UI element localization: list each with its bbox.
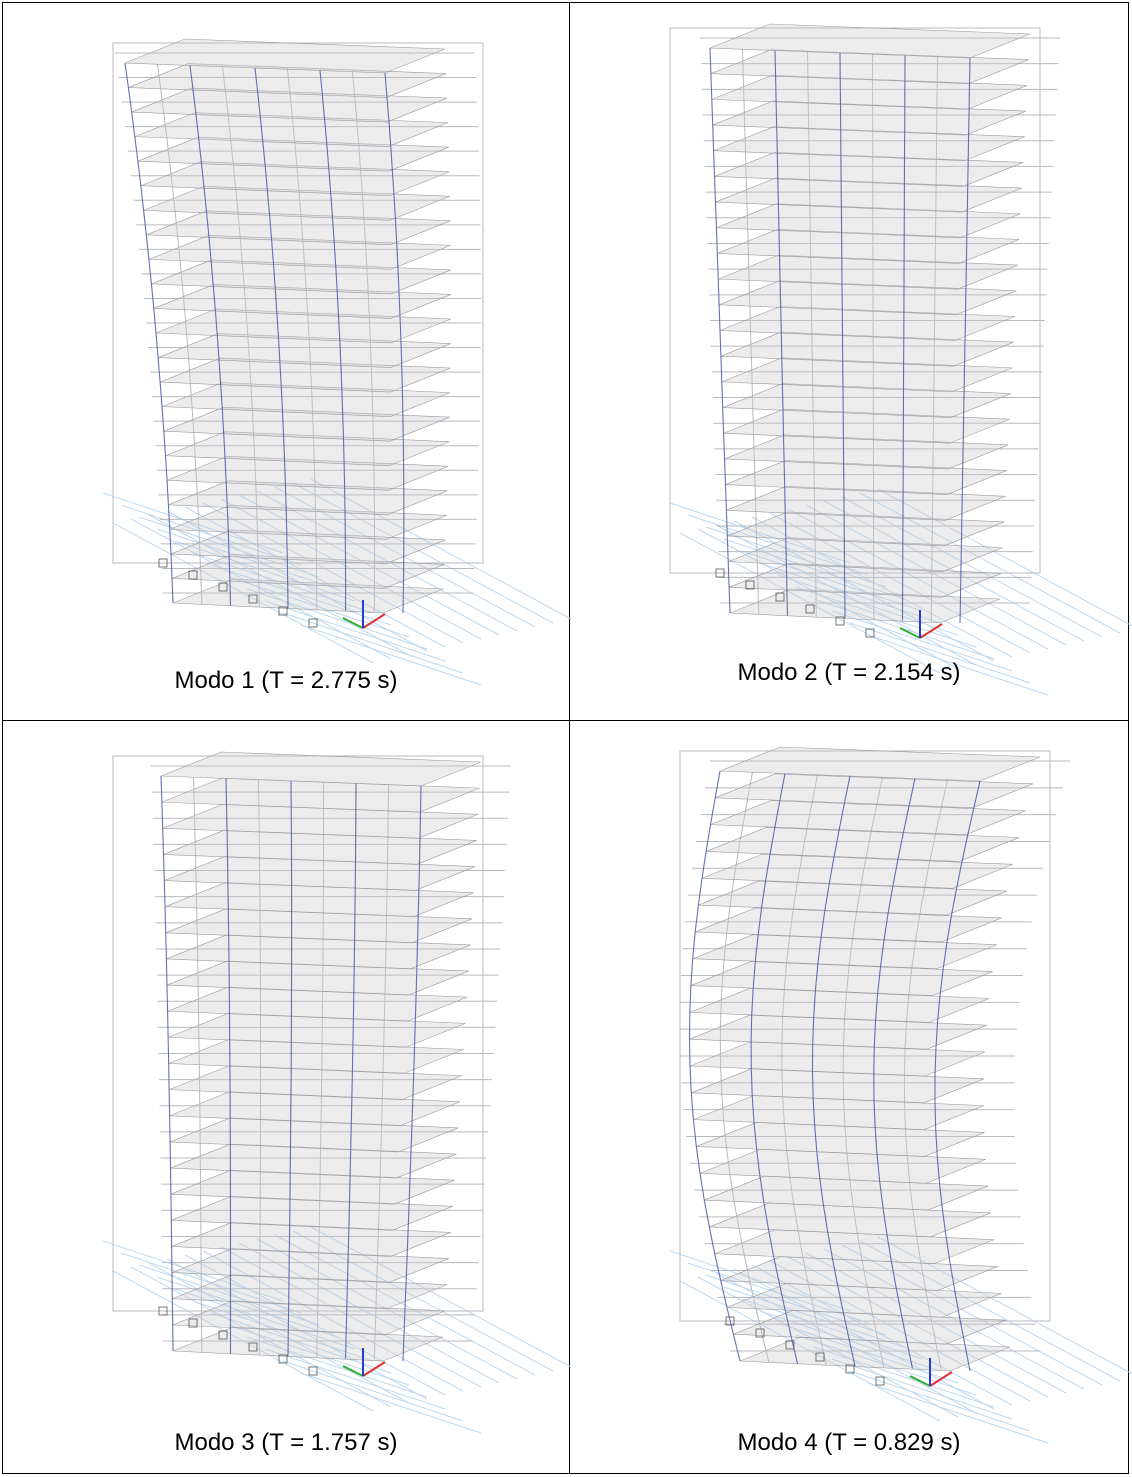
caption-mode-1: Modo 1 (T = 2.775 s) bbox=[174, 667, 398, 694]
supports bbox=[158, 558, 318, 628]
frame-blue bbox=[160, 775, 422, 1362]
frame-grey bbox=[679, 750, 1070, 1370]
ground-grid bbox=[669, 488, 1132, 696]
table-divider-horizontal bbox=[2, 720, 1129, 721]
table-divider-vertical bbox=[569, 2, 570, 1474]
floor-slabs bbox=[709, 23, 1031, 624]
frame-blue bbox=[688, 770, 981, 1372]
structure-3d-view-mode-1 bbox=[102, 38, 572, 686]
floor-slabs bbox=[689, 746, 1041, 1372]
structure-3d-view-mode-3 bbox=[102, 751, 572, 1434]
frame-blue bbox=[709, 47, 971, 624]
panel-mode-1: Modo 1 (T = 2.775 s) bbox=[3, 3, 572, 720]
panel-mode-2: Modo 2 (T = 2.154 s) bbox=[570, 3, 1132, 720]
supports bbox=[725, 1316, 885, 1386]
axes-triad bbox=[899, 610, 943, 639]
floor-slabs bbox=[124, 38, 452, 614]
panel-mode-4: Modo 4 (T = 0.829 s) bbox=[570, 721, 1132, 1473]
caption-mode-2: Modo 2 (T = 2.154 s) bbox=[737, 659, 961, 686]
caption-mode-3: Modo 3 (T = 1.757 s) bbox=[174, 1429, 398, 1456]
structure-3d-view-mode-2 bbox=[669, 23, 1132, 696]
axes-triad bbox=[909, 1358, 953, 1387]
frame-blue bbox=[124, 62, 405, 614]
supports bbox=[158, 1306, 318, 1376]
axes-triad bbox=[342, 600, 386, 629]
axes-triad bbox=[342, 1348, 386, 1377]
panel-mode-3: Modo 3 (T = 1.757 s) bbox=[3, 721, 572, 1473]
caption-mode-4: Modo 4 (T = 0.829 s) bbox=[737, 1429, 961, 1456]
structure-3d-view-mode-4 bbox=[669, 746, 1132, 1444]
supports bbox=[715, 568, 875, 638]
floor-slabs bbox=[160, 751, 482, 1362]
